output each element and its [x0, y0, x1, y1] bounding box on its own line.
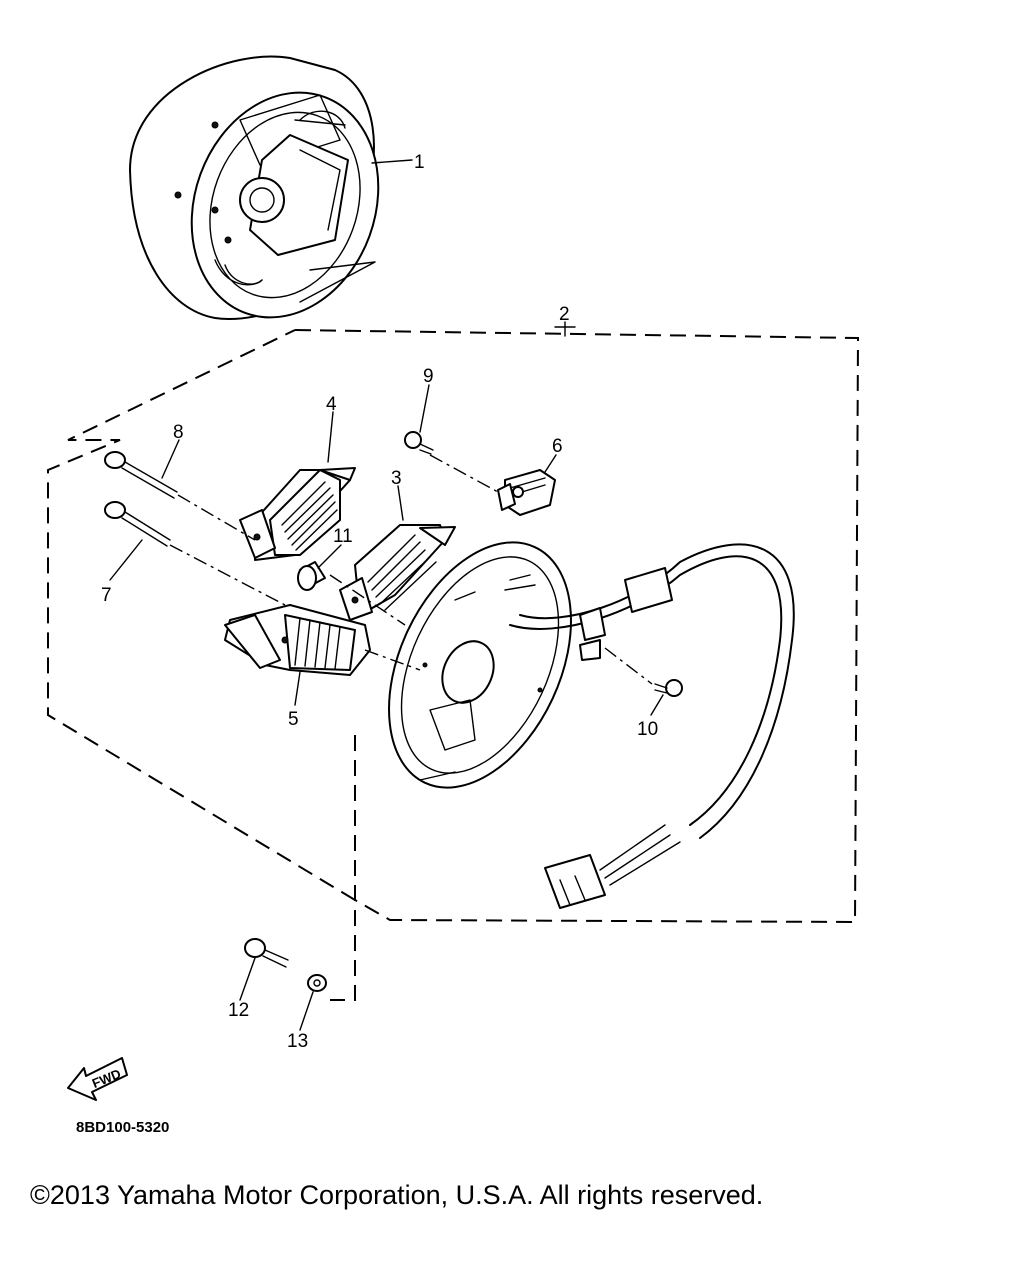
stator-base-plate — [388, 541, 572, 789]
bolt-part-8 — [104, 451, 178, 499]
callout-10: 10 — [637, 719, 658, 740]
coil-part-5 — [224, 604, 371, 676]
callout-4: 4 — [326, 394, 337, 415]
callout-2: 2 — [559, 304, 570, 325]
coil-part-4 — [239, 467, 356, 561]
callout-9: 9 — [423, 366, 434, 387]
coil-part-3 — [339, 524, 456, 621]
bolt-part-7 — [104, 501, 171, 547]
callout-labels: 1 2 3 4 5 6 7 8 9 10 11 12 13 — [101, 152, 658, 1052]
callout-5: 5 — [288, 709, 299, 730]
fwd-label: FWD — [90, 1066, 123, 1091]
callout-7: 7 — [101, 585, 112, 606]
callout-8: 8 — [173, 422, 184, 443]
callout-3: 3 — [391, 468, 402, 489]
screw-part-10 — [654, 679, 683, 697]
pickup-coil-part-6 — [497, 469, 556, 516]
callout-1: 1 — [414, 152, 425, 173]
callout-6: 6 — [552, 436, 563, 457]
callout-12: 12 — [228, 1000, 249, 1021]
spacer-part-11 — [297, 561, 326, 591]
leader-lines — [109, 159, 664, 1031]
copyright-notice: ©2013 Yamaha Motor Corporation, U.S.A. A… — [30, 1180, 764, 1210]
washer-part-13 — [307, 974, 327, 992]
callout-11: 11 — [333, 526, 353, 547]
flywheel-rotor-part — [129, 55, 380, 320]
screw-part-9 — [404, 431, 434, 455]
callout-13: 13 — [287, 1031, 308, 1052]
forward-direction-arrow: FWD — [67, 1057, 128, 1101]
assembly-centerlines — [169, 454, 653, 685]
wire-harness — [509, 543, 795, 909]
drawing-code: 8BD100-5320 — [76, 1119, 169, 1136]
stator-assembly-outline — [47, 321, 860, 1001]
screw-part-12 — [244, 938, 289, 968]
